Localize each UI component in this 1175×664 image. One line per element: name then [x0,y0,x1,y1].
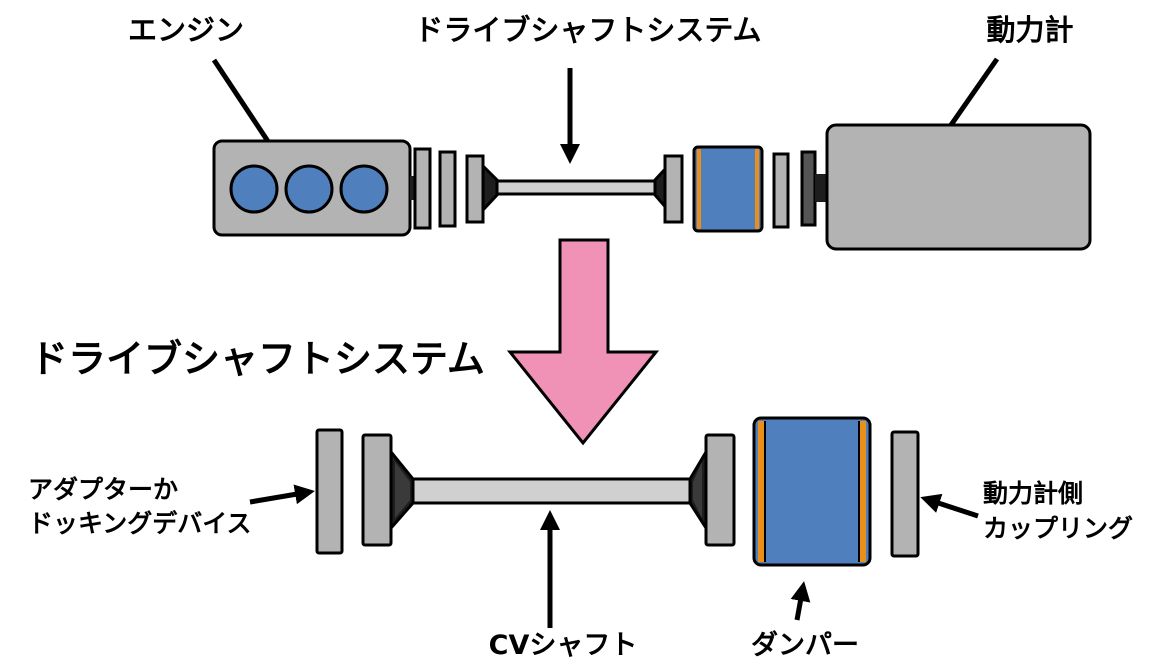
engine-cylinder [229,164,279,214]
engine-output-connector [410,176,416,200]
engine-side-plate [413,147,432,230]
dynamometer-input-connector [815,174,828,202]
dynamometer-flange [800,150,817,227]
shaft-cone-left-top [481,162,499,214]
docking-plate [361,433,393,547]
expand-down-arrow [506,238,660,446]
dynamometer-box [825,123,1092,251]
shaft-end-plate [704,433,736,547]
coupling-label-line1: 動力計側 [983,479,1083,508]
adapter-label-line2: ドッキングデバイス [28,509,252,538]
dynamometer-coupling-plate [890,430,920,558]
shaft-cone-left [389,447,415,532]
damper-pointer-arrow [790,581,811,621]
damper [752,416,872,567]
cv-shaft-label: CVシャフト [489,630,638,661]
adapter-pointer-arrow [249,484,315,505]
shaft-end-plate-top [663,154,684,224]
docking-plate-top [465,154,485,224]
adapter-plate-top [438,150,457,228]
dynamometer-label: 動力計 [986,13,1073,47]
drive-shaft-system-label: ドライブシャフトシステム [414,13,761,47]
adapter-plate [315,428,344,555]
cv-shaft-top [495,179,657,196]
adapter-label-line1: アダプターか [28,475,178,504]
coupling-label-line2: カップリング [983,514,1133,543]
coupling-plate-top [772,152,790,229]
engine-cylinder [339,164,389,214]
engine-block [212,139,412,237]
engine-cylinder [284,164,334,214]
shaft-cone-right [688,446,708,534]
damper-top [692,145,764,233]
engine-label: エンジン [128,13,244,47]
coupling-pointer-arrow [920,493,979,519]
damper-label: ダンパー [751,629,859,661]
cv-shaft [411,477,692,505]
drive-shaft-section-title: ドライブシャフトシステム [30,337,485,381]
